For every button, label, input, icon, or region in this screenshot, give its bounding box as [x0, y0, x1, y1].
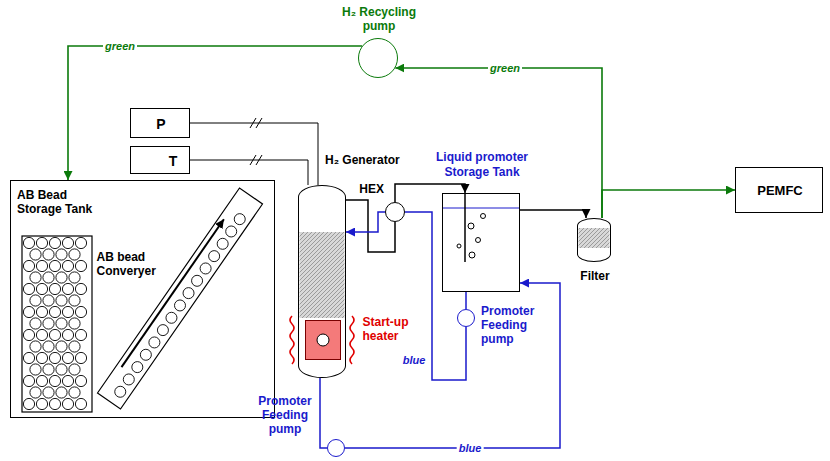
heat-exchanger: HEX: [385, 202, 405, 222]
bead-conveyor: AB bead Converyer: [96, 187, 264, 411]
node-label: H₂ Recycling pump: [329, 5, 429, 33]
recycling-pump: H₂ Recycling pump: [358, 38, 398, 78]
node-label: HEX: [356, 182, 384, 196]
heat-wave: [350, 316, 354, 364]
node-label: AB bead Converyer: [97, 250, 167, 278]
heater-element: [317, 334, 329, 346]
feeding-pump: Promoter Feeding pump: [457, 309, 475, 327]
temperature-gauge-box: T: [130, 146, 190, 174]
signal-slashes: [250, 118, 262, 165]
pipe-color-label: green: [488, 62, 522, 75]
heat-wave: [290, 316, 294, 364]
conveyor-beads: [115, 214, 245, 398]
bead-bed-hatch: [300, 232, 345, 318]
startup-heater: Start-up heater: [305, 320, 341, 360]
node-label: T: [155, 147, 191, 175]
pipe-connector: [190, 123, 318, 185]
sparger-tube: [464, 194, 466, 262]
node-label: Liquid promoter Storage Tank: [427, 150, 537, 180]
conveyor-belt: [98, 188, 263, 409]
node-label: Start-up heater: [363, 315, 419, 343]
pipe-connector: [345, 283, 560, 448]
node-label: PEMFC: [736, 168, 824, 214]
node-label: Promoter Feeding pump: [255, 394, 315, 436]
gas-bubbles: [457, 214, 486, 259]
fuel-cell-box: PEMFC: [735, 167, 823, 213]
hydrogen-generator: H₂ GeneratorStart-up heater: [298, 185, 346, 378]
pipe-color-label: green: [103, 40, 137, 53]
storage-tank-box: AB Bead Storage Tank AB bead Converyer: [10, 180, 275, 418]
node-label: P: [131, 109, 191, 139]
filter-vessel: Filter: [577, 218, 611, 262]
pipe-connector: [320, 378, 327, 448]
pipe-connector: [465, 292, 467, 309]
filter-media: [579, 228, 610, 248]
pipe-connector: [346, 212, 385, 232]
pipe-connector: [190, 160, 308, 185]
pipe-connector: [520, 210, 586, 218]
node-label: AB Bead Storage Tank: [17, 188, 109, 216]
node-label: Promoter Feeding pump: [481, 304, 541, 346]
ab-beads: [23, 237, 86, 409]
node-label: H₂ Generator: [325, 153, 400, 167]
promoter-tank: Liquid promoter Storage Tank: [442, 193, 520, 292]
pipe-connector: [602, 190, 735, 218]
pipe-color-label: blue: [401, 354, 428, 367]
node-label: Filter: [565, 269, 625, 283]
feeding-pump: Promoter Feeding pump: [327, 439, 345, 457]
bead-container: [22, 236, 92, 412]
liquid-level: [443, 208, 519, 209]
pipe-color-label: blue: [457, 442, 484, 455]
pipe-connector: [395, 68, 602, 218]
conveyor-arrow: [122, 219, 224, 367]
pressure-gauge-box: P: [130, 108, 190, 138]
heater-fill: [305, 320, 341, 360]
